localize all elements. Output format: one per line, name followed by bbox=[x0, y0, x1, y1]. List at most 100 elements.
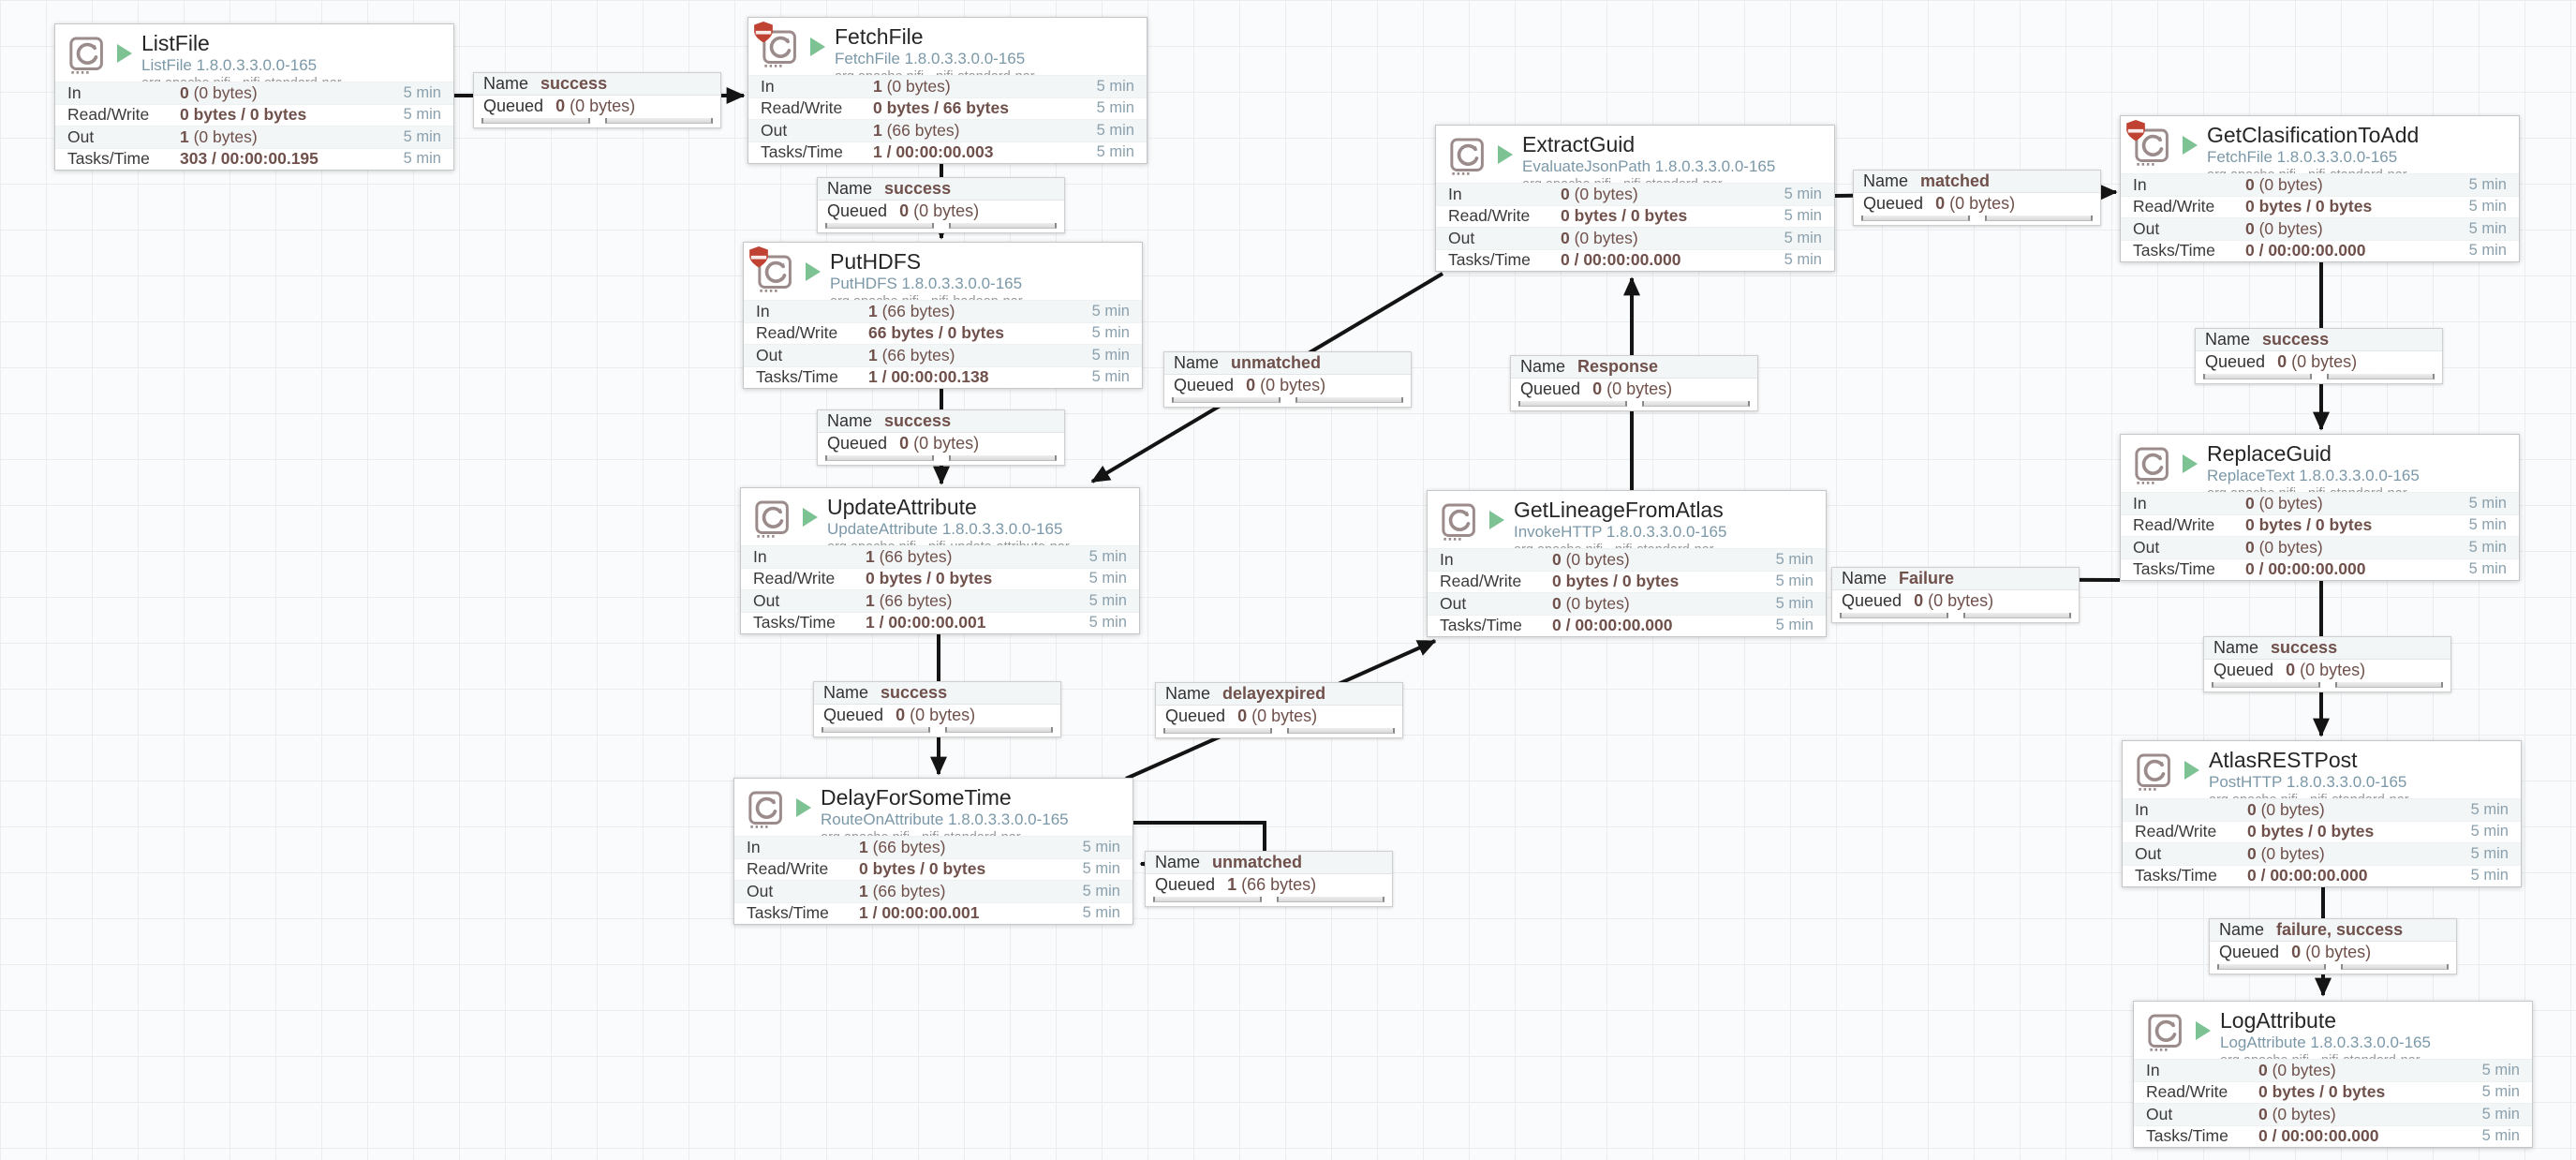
stat-label: Out bbox=[761, 120, 788, 140]
processor-type: ListFile 1.8.0.3.3.0.0-165 bbox=[141, 56, 318, 74]
stat-value: 0 / 00:00:00.000 bbox=[2258, 1126, 2379, 1146]
processor-stats: In 1 (66 bytes) 5 min Read/Write 0 bytes… bbox=[734, 836, 1133, 924]
stat-label: Tasks/Time bbox=[756, 367, 838, 387]
queue-count-bar bbox=[1163, 728, 1272, 734]
run-status-icon bbox=[796, 798, 811, 817]
connection-queued-row: Queued 0 (0 bytes) bbox=[2210, 942, 2456, 963]
stat-label: In bbox=[761, 76, 775, 96]
processor-header: FetchFile FetchFile 1.8.0.3.3.0.0-165 or… bbox=[748, 18, 1147, 84]
connection-load-bars bbox=[1164, 396, 1411, 407]
processor-puthdfs[interactable]: PutHDFS PutHDFS 1.8.0.3.3.0.0-165 org.ap… bbox=[743, 242, 1143, 389]
processor-header: DelayForSomeTime RouteOnAttribute 1.8.0.… bbox=[734, 779, 1133, 845]
connection-name-label: Name bbox=[2219, 920, 2265, 939]
connection-queued-label: Queued bbox=[2205, 352, 2266, 371]
stat-row: Tasks/Time 0 / 00:00:00.000 5 min bbox=[2121, 558, 2519, 581]
stat-row: Tasks/Time 0 / 00:00:00.000 5 min bbox=[2121, 239, 2519, 262]
connection-label-delayexpired[interactable]: Name delayexpired Queued 0 (0 bytes) bbox=[1155, 682, 1403, 738]
connection-relationship: success bbox=[540, 74, 608, 93]
connection-relationship: success bbox=[884, 411, 952, 430]
stat-label: In bbox=[2133, 174, 2147, 194]
stat-window: 5 min bbox=[1096, 143, 1134, 161]
connection-queued-value: 0 (0 bytes) bbox=[899, 201, 980, 220]
run-status-icon bbox=[1498, 145, 1513, 164]
stat-window: 5 min bbox=[2470, 844, 2509, 862]
processor-updateattribute[interactable]: UpdateAttribute UpdateAttribute 1.8.0.3.… bbox=[740, 487, 1140, 634]
stat-value: 1 / 00:00:00.001 bbox=[866, 613, 986, 632]
processor-stats: In 1 (66 bytes) 5 min Read/Write 0 bytes… bbox=[741, 545, 1139, 633]
stat-value: 1 (0 bytes) bbox=[873, 76, 951, 96]
connection-name-row: Name delayexpired bbox=[1156, 683, 1402, 706]
connection-label-success[interactable]: Name success Queued 0 (0 bytes) bbox=[2195, 328, 2443, 384]
connection-relationship: failure, success bbox=[2276, 920, 2404, 939]
connection-label-success[interactable]: Name success Queued 0 (0 bytes) bbox=[813, 681, 1061, 737]
stat-value: 0 (0 bytes) bbox=[2258, 1104, 2336, 1123]
connection-load-bars bbox=[814, 726, 1060, 736]
connection-load-bars bbox=[1146, 896, 1392, 906]
processor-name: ExtractGuid bbox=[1522, 132, 1636, 156]
connection-name-row: Name Response bbox=[1511, 356, 1757, 379]
processor-type: EvaluateJsonPath 1.8.0.3.3.0.0-165 bbox=[1522, 157, 1776, 175]
stat-label: In bbox=[2133, 493, 2147, 513]
queue-size-bar bbox=[948, 223, 1057, 229]
processor-header: PutHDFS PutHDFS 1.8.0.3.3.0.0-165 org.ap… bbox=[744, 243, 1142, 309]
stat-value: 0 / 00:00:00.000 bbox=[1561, 250, 1681, 270]
run-status-icon bbox=[1489, 511, 1504, 529]
stat-value: 0 (0 bytes) bbox=[2247, 843, 2325, 863]
processor-logattribute[interactable]: LogAttribute LogAttribute 1.8.0.3.3.0.0-… bbox=[2133, 1001, 2533, 1148]
connection-label-success[interactable]: Name success Queued 0 (0 bytes) bbox=[817, 177, 1065, 233]
connection-name-row: Name success bbox=[814, 682, 1060, 705]
connection-name-row: Name failure, success bbox=[2210, 919, 2456, 942]
connection-label-unmatched[interactable]: Name unmatched Queued 0 (0 bytes) bbox=[1163, 351, 1412, 408]
stat-window: 5 min bbox=[1096, 121, 1134, 139]
stat-value: 1 / 00:00:00.138 bbox=[868, 367, 989, 387]
processor-name: ReplaceGuid bbox=[2207, 441, 2332, 466]
stat-window: 5 min bbox=[1775, 573, 1814, 590]
stat-row: In 1 (0 bytes) 5 min bbox=[748, 75, 1147, 97]
stat-label: Read/Write bbox=[2133, 197, 2215, 216]
connection-queued-row: Queued 0 (0 bytes) bbox=[2196, 351, 2442, 373]
processor-atlasrestpost[interactable]: AtlasRESTPost PostHTTP 1.8.0.3.3.0.0-165… bbox=[2122, 740, 2522, 887]
stat-label: Tasks/Time bbox=[1448, 250, 1531, 270]
connection-queued-row: Queued 1 (66 bytes) bbox=[1146, 874, 1392, 896]
connection-name-row: Name unmatched bbox=[1164, 352, 1411, 375]
connection-label-failure[interactable]: Name Failure Queued 0 (0 bytes) bbox=[1831, 567, 2080, 623]
processor-listfile[interactable]: ListFile ListFile 1.8.0.3.3.0.0-165 org.… bbox=[54, 23, 454, 171]
connection-load-bars bbox=[1832, 612, 2079, 622]
connection-label-response[interactable]: Name Response Queued 0 (0 bytes) bbox=[1510, 355, 1758, 411]
stat-label: In bbox=[1448, 184, 1462, 203]
connection-queued-row: Queued 0 (0 bytes) bbox=[1511, 379, 1757, 400]
processor-fetchfile[interactable]: FetchFile FetchFile 1.8.0.3.3.0.0-165 or… bbox=[748, 17, 1147, 164]
processor-getlineagefromatlas[interactable]: GetLineageFromAtlas InvokeHTTP 1.8.0.3.3… bbox=[1427, 490, 1827, 637]
stat-window: 5 min bbox=[1784, 251, 1822, 269]
stat-window: 5 min bbox=[2468, 198, 2507, 216]
processor-header: GetLineageFromAtlas InvokeHTTP 1.8.0.3.3… bbox=[1428, 491, 1826, 558]
stat-value: 0 / 00:00:00.000 bbox=[2247, 866, 2368, 885]
stat-value: 1 (0 bytes) bbox=[180, 126, 258, 146]
stat-label: Tasks/Time bbox=[67, 149, 150, 169]
processor-extractguid[interactable]: ExtractGuid EvaluateJsonPath 1.8.0.3.3.0… bbox=[1435, 125, 1835, 272]
stat-value: 0 / 00:00:00.000 bbox=[2245, 241, 2366, 260]
stat-window: 5 min bbox=[2481, 1105, 2520, 1123]
connection-label-failure-success[interactable]: Name failure, success Queued 0 (0 bytes) bbox=[2209, 918, 2457, 974]
connection-relationship: success bbox=[881, 683, 948, 702]
stat-window: 5 min bbox=[2481, 1083, 2520, 1101]
connection-queued-value: 0 (0 bytes) bbox=[899, 434, 980, 453]
processor-delayforsometime[interactable]: DelayForSomeTime RouteOnAttribute 1.8.0.… bbox=[733, 778, 1133, 925]
connection-relationship: matched bbox=[1920, 171, 1991, 190]
connection-load-bars bbox=[2210, 963, 2456, 974]
connection-label-success[interactable]: Name success Queued 0 (0 bytes) bbox=[2203, 636, 2451, 692]
connection-label-unmatched[interactable]: Name unmatched Queued 1 (66 bytes) bbox=[1145, 851, 1393, 907]
queue-size-bar bbox=[1641, 401, 1750, 407]
processor-replaceguid[interactable]: ReplaceGuid ReplaceText 1.8.0.3.3.0.0-16… bbox=[2120, 434, 2520, 581]
connection-label-matched[interactable]: Name matched Queued 0 (0 bytes) bbox=[1853, 170, 2101, 226]
processor-name: DelayForSomeTime bbox=[821, 785, 1012, 810]
processor-getclasificationtoadd[interactable]: GetClasificationToAdd FetchFile 1.8.0.3.… bbox=[2120, 115, 2520, 262]
connection-label-success[interactable]: Name success Queued 0 (0 bytes) bbox=[473, 72, 721, 128]
stat-row: Out 0 (0 bytes) 5 min bbox=[1428, 592, 1826, 615]
connection-name-label: Name bbox=[1520, 357, 1566, 376]
stat-label: Read/Write bbox=[1448, 206, 1531, 226]
connection-relationship: success bbox=[2271, 638, 2338, 657]
processor-header: GetClasificationToAdd FetchFile 1.8.0.3.… bbox=[2121, 116, 2519, 183]
connection-label-success[interactable]: Name success Queued 0 (0 bytes) bbox=[817, 409, 1065, 466]
